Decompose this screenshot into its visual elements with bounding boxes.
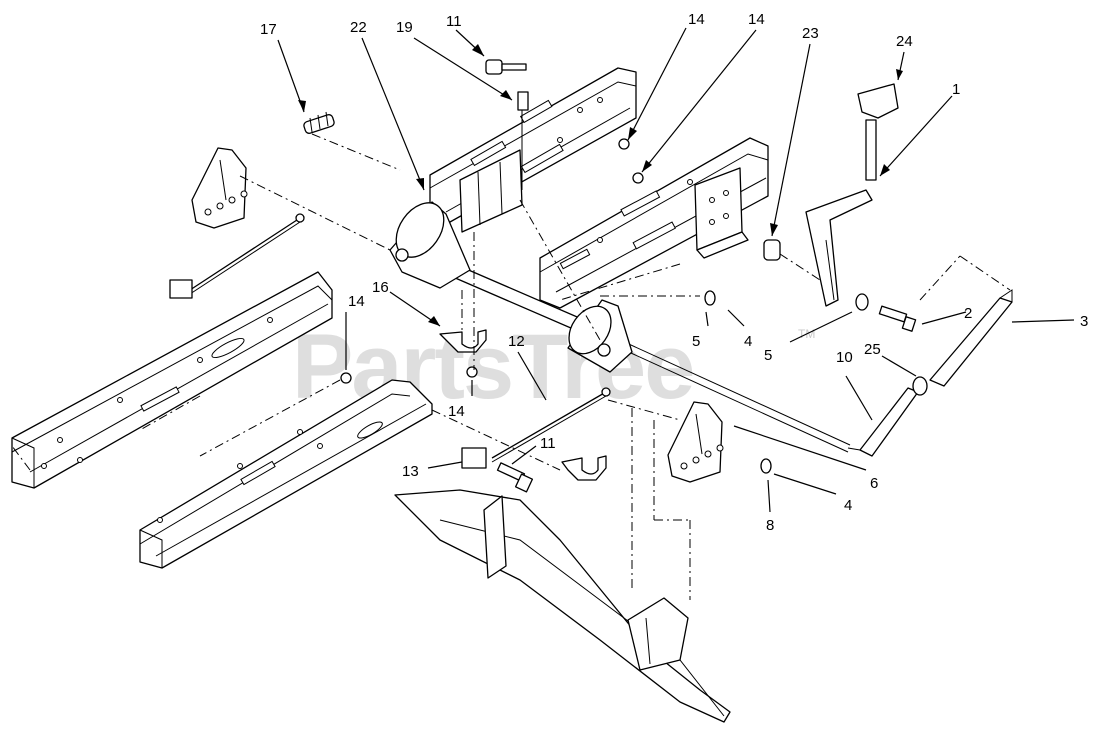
bolt-11-top [485,59,527,75]
height-plate-right [667,401,724,483]
front-link-rod-12 [461,387,611,469]
callout-23: 23 [802,25,819,42]
callout-24: 24 [896,33,913,50]
callout-1: 1 [952,81,960,98]
left-frame-rail [11,271,333,489]
callout-5-b: 5 [764,347,772,364]
callout-14-b: 14 [748,11,765,28]
callout-4-b: 4 [844,497,852,514]
callout-5-a: 5 [692,333,700,350]
shift-lever [805,83,899,307]
callout-2: 2 [964,305,972,322]
nuts-14-top [618,138,644,184]
cross-shaft [389,201,851,453]
callout-17: 17 [260,21,277,38]
height-plate-left [191,147,248,229]
callout-4-a: 4 [744,333,752,350]
left-link-rod [169,213,305,299]
spacer-23 [763,239,781,261]
deck-lift-arm [394,489,731,723]
lift-rod-3 [929,289,1013,387]
clamp-lower [561,455,607,481]
bolt-2 [855,293,917,332]
bolt-19 [517,91,529,190]
nut-14-left [340,372,352,384]
washer-8 [760,458,772,474]
assembly-lines [11,133,1011,600]
callout-16: 16 [372,279,389,296]
callout-22: 22 [350,19,367,36]
upper-channel-rail [429,67,637,233]
spring-17 [303,111,335,134]
callout-11-lower: 11 [540,435,556,452]
clamp-16 [439,329,487,353]
bolt-11-lower [496,462,534,493]
callout-25: 25 [864,341,881,358]
callout-19: 19 [396,19,413,36]
left-lower-rail [139,379,433,569]
washer-25 [912,376,928,396]
leader-lines [277,27,1075,513]
callout-11-top: 11 [446,13,462,30]
callout-14-d: 14 [448,403,465,420]
washer-5-top [704,290,716,306]
watermark-text: PartsTree [292,316,693,418]
callout-8: 8 [766,517,774,534]
callout-14-c: 14 [348,293,365,310]
center-channel-rail [539,137,769,309]
callout-10: 10 [836,349,853,366]
callout-labels: 17 22 19 11 14 14 23 24 1 2 3 5 4 5 25 1… [260,11,1088,534]
callout-13: 13 [402,463,419,480]
nut-14-center [466,366,478,378]
callout-14-a: 14 [688,11,705,28]
callout-3: 3 [1080,313,1088,330]
callout-12: 12 [508,333,525,350]
callout-6: 6 [870,475,878,492]
